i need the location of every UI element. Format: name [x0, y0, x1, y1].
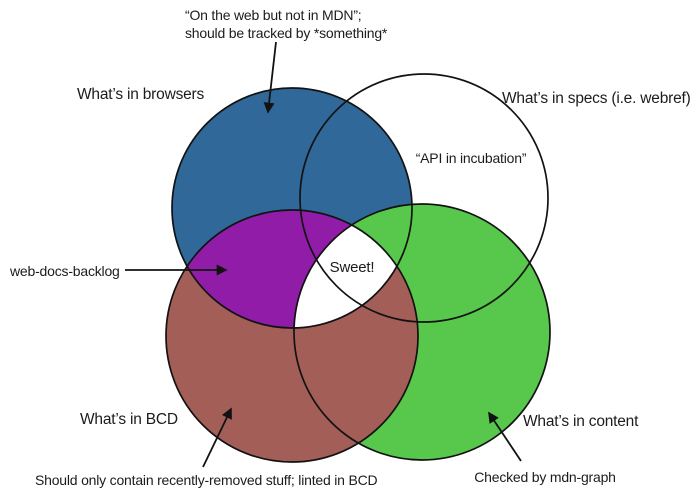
- mdn-graph-arrow: [488, 411, 522, 462]
- web-note-line2: should be tracked by *something*: [185, 25, 388, 41]
- venn-circle-bcd-outline: [165, 209, 419, 463]
- label-mdn-graph: Checked by mdn-graph: [474, 469, 616, 485]
- web-note-arrow: [263, 41, 277, 114]
- label-content: What’s in content: [523, 413, 639, 430]
- label-specs: What’s in specs (i.e. webref): [502, 90, 691, 107]
- region-sweet-outer: [294, 210, 412, 328]
- venn-circle-specs-outline: [299, 73, 549, 323]
- label-bcd: What’s in BCD: [80, 411, 178, 428]
- label-bcd-note: Should only contain recently-removed stu…: [35, 472, 378, 488]
- bcd-note-arrow: [202, 407, 232, 468]
- region-sweet-inner: [294, 210, 412, 328]
- label-backlog: web-docs-backlog: [9, 263, 120, 279]
- venn-circle-browsers-outline: [171, 87, 413, 329]
- label-browsers: What’s in browsers: [77, 86, 204, 103]
- label-sweet: Sweet!: [330, 259, 375, 276]
- sweet-center-fill: [294, 210, 412, 328]
- venn-circle-content-outline: [293, 203, 551, 461]
- label-incubation: “API in incubation”: [416, 150, 527, 166]
- web-note-line1: “On the web but not in MDN”;: [185, 7, 361, 23]
